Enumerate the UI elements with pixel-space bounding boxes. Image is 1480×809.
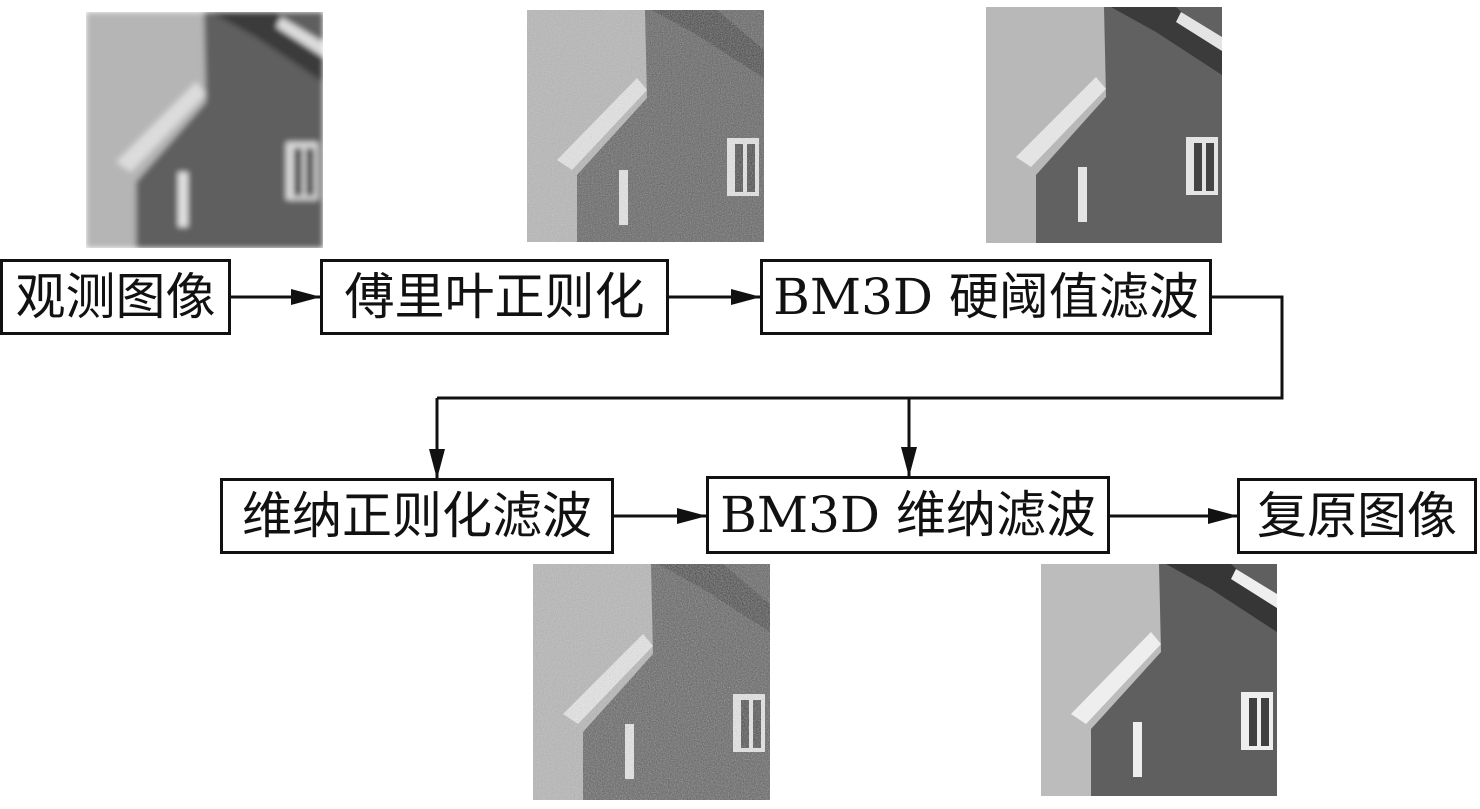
node-bm3d-hard-threshold: BM3D 硬阈值滤波 — [760, 259, 1212, 335]
node-bm3d-wiener-filter: BM3D 维纳滤波 — [706, 476, 1110, 554]
node-observed-image: 观测图像 — [0, 259, 231, 335]
node-fourier-regularization: 傅里叶正则化 — [320, 259, 669, 335]
node-wiener-regularization-filter: 维纳正则化滤波 — [220, 478, 614, 554]
thumbnail-observed — [86, 12, 323, 248]
thumbnail-fourier — [527, 10, 764, 242]
thumbnail-bm3d-hard — [986, 7, 1222, 243]
node-restored-image: 复原图像 — [1237, 478, 1477, 554]
connector-bm3d-hard-branch — [437, 295, 1284, 400]
thumbnail-restored — [1041, 564, 1277, 796]
thumbnail-wiener-reg — [533, 564, 770, 800]
